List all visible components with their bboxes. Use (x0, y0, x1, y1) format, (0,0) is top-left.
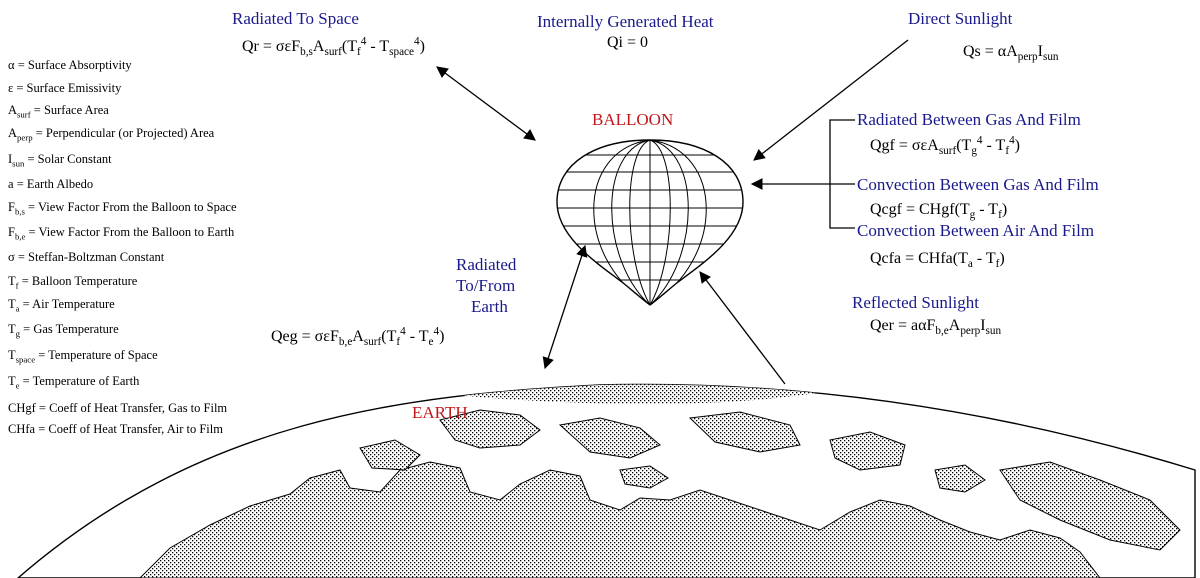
legend-item: Isun = Solar Constant (8, 152, 112, 169)
legend-item: Aperp = Perpendicular (or Projected) Are… (8, 126, 215, 143)
label-reflected-sunlight: Reflected Sunlight (852, 293, 980, 312)
earth-title: EARTH (412, 403, 468, 422)
label-radiated-gas-film: Radiated Between Gas And Film (857, 110, 1081, 129)
label-convection-air-film: Convection Between Air And Film (857, 221, 1095, 240)
equation-qeg: Qeg = σεFb,eAsurf(Tf4 - Te4) (271, 325, 445, 349)
label-radiated-earth-1: Radiated (456, 255, 517, 274)
legend-item: Tspace = Temperature of Space (8, 348, 158, 365)
legend-item: Te = Temperature of Earth (8, 374, 140, 391)
legend-item: a = Earth Albedo (8, 177, 94, 191)
legend-item: ε = Surface Emissivity (8, 81, 122, 95)
label-convection-gas-film: Convection Between Gas And Film (857, 175, 1099, 194)
legend-item: CHgf = Coeff of Heat Transfer, Gas to Fi… (8, 401, 228, 415)
legend-item: Asurf = Surface Area (8, 103, 109, 120)
label-radiated-earth-2: To/From (456, 276, 516, 295)
legend-item: σ = Steffan-Boltzman Constant (8, 250, 165, 264)
legend-item: CHfa = Coeff of Heat Transfer, Air to Fi… (8, 422, 223, 436)
equation-qs: Qs = αAperpIsun (963, 43, 1059, 64)
balloon-title: BALLOON (592, 110, 674, 129)
equation-qi: Qi = 0 (607, 34, 649, 51)
arrow-radiated-to-space (436, 66, 536, 141)
balloon-graphic (556, 139, 744, 306)
label-direct-sunlight: Direct Sunlight (908, 9, 1013, 28)
equation-qcgf: Qcgf = CHgf(Tg - Tf) (870, 201, 1008, 222)
legend-item: Tf = Balloon Temperature (8, 274, 138, 291)
heat-flow-arrows (436, 39, 909, 385)
arrow-reflected-sunlight (699, 271, 786, 385)
equation-qcfa: Qcfa = CHfa(Ta - Tf) (870, 250, 1005, 271)
equation-qr: Qr = σεFb,sAsurf(Tf4 - Tspace4) (242, 35, 425, 59)
legend-item: α = Surface Absorptivity (8, 58, 132, 72)
label-internal-heat: Internally Generated Heat (537, 12, 714, 31)
label-radiated-earth-3: Earth (471, 297, 508, 316)
equation-qgf: Qgf = σεAsurf(Tg4 - Tf4) (870, 134, 1020, 158)
earth-globe (16, 383, 1196, 578)
arrow-direct-sunlight (753, 39, 909, 161)
legend-item: Fb,s = View Factor From the Balloon to S… (8, 200, 237, 217)
bracket-gas-film (829, 119, 855, 229)
legend-item: Fb,e = View Factor From the Balloon to E… (8, 225, 235, 242)
legend-item: Tg = Gas Temperature (8, 322, 119, 339)
label-radiated-to-space: Radiated To Space (232, 9, 359, 28)
earth-landmass (138, 384, 1181, 578)
equation-qer: Qer = aαFb,eAperpIsun (870, 317, 1002, 338)
arrow-radiated-earth (542, 244, 588, 370)
legend-item: Ta = Air Temperature (8, 297, 115, 314)
